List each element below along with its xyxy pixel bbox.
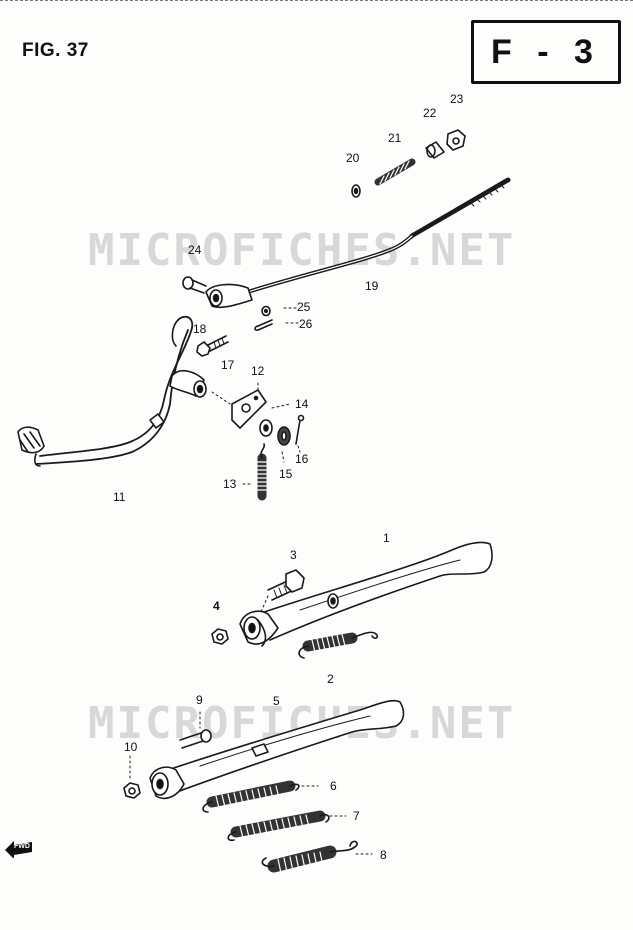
callout-2: 2 — [327, 672, 334, 686]
figure-label: FIG. 37 — [22, 40, 89, 61]
part-19-brake-rod — [236, 177, 511, 297]
callout-10: 10 — [124, 740, 138, 754]
part-8-spring — [261, 840, 373, 874]
fwd-arrow-icon — [5, 841, 32, 858]
part-14-washer — [259, 403, 291, 437]
callout-5: 5 — [273, 694, 280, 708]
part-11-brake-pedal — [17, 315, 207, 467]
part-12-bracket — [211, 382, 267, 429]
callout-26: 26 — [299, 317, 313, 331]
part-23-nut — [446, 129, 466, 151]
part-18-bolt — [196, 335, 229, 357]
part-10-nut — [123, 755, 141, 799]
part-9-pin — [179, 711, 212, 749]
callout-16: 16 — [295, 452, 309, 466]
part-21-spring — [374, 158, 416, 186]
part-2-spring — [298, 631, 379, 659]
part-26-cotter-pin — [254, 307, 299, 331]
callout-19: 19 — [365, 279, 379, 293]
callout-20: 20 — [346, 151, 360, 165]
part-22-joint — [425, 141, 445, 159]
callout-25: 25 — [297, 300, 311, 314]
part-25-washer — [261, 305, 271, 317]
callout-23: 23 — [450, 92, 464, 106]
section-code-box: F - 3 — [471, 20, 621, 84]
watermark-top: MICROFICHES.NET — [88, 225, 516, 276]
callout-3: 3 — [290, 548, 297, 562]
part-24-clevis-pin — [182, 276, 207, 294]
callout-4: 4 — [213, 599, 220, 613]
callout-8: 8 — [380, 848, 387, 862]
part-4-nut — [211, 628, 229, 645]
part-1-side-stand — [239, 541, 493, 647]
top-border-line — [0, 0, 633, 4]
callout-15: 15 — [279, 467, 293, 481]
callout-6: 6 — [330, 779, 337, 793]
callout-18: 18 — [193, 322, 207, 336]
part-3-bolt — [259, 569, 305, 615]
callout-11: 11 — [113, 490, 126, 504]
part-7-spring — [227, 810, 347, 842]
callout-14: 14 — [295, 397, 309, 411]
part-15-snap-ring — [277, 426, 291, 463]
callout-13: 13 — [223, 477, 237, 491]
rod-clevis-joint — [205, 283, 253, 309]
callout-12: 12 — [251, 364, 265, 378]
part-16-pin — [295, 414, 305, 453]
part-20-washer — [351, 184, 361, 198]
callout-21: 21 — [388, 131, 402, 145]
fwd-label: FWD — [14, 843, 30, 850]
part-13-return-spring — [241, 443, 267, 501]
callout-22: 22 — [423, 106, 437, 120]
part-5-stand-bar — [149, 699, 405, 800]
callout-17: 17 — [221, 358, 235, 372]
callout-24: 24 — [188, 243, 202, 257]
callout-1: 1 — [383, 531, 390, 545]
part-6-spring — [202, 780, 319, 813]
callout-7: 7 — [353, 809, 360, 823]
callout-9: 9 — [196, 693, 203, 707]
